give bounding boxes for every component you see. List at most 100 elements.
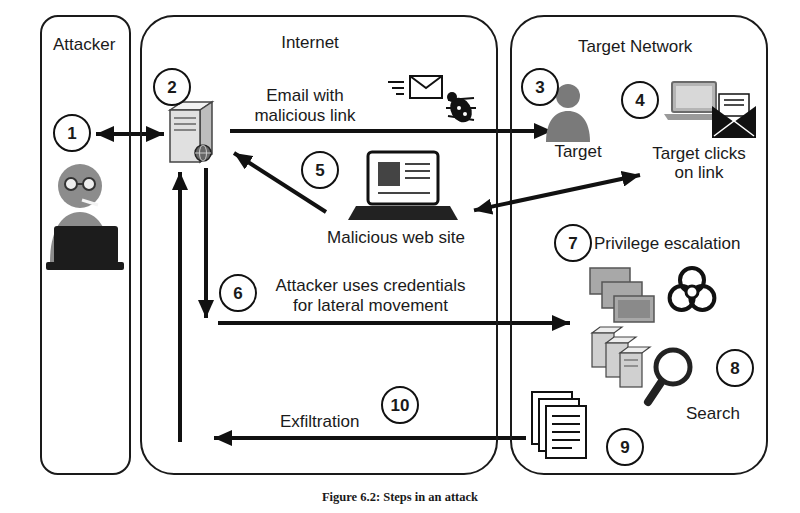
step-number: 4 [623,91,657,110]
person-node: Target [545,76,611,164]
biohazard-symbol [670,268,715,310]
step-number: 5 [303,161,337,180]
page-image [378,162,400,186]
bug-spot [463,112,467,116]
server-top [620,347,650,353]
icon-caption: Target clicks on link [644,144,754,182]
step-label: Search [686,404,756,424]
page-line [378,192,430,194]
speed-line [392,87,404,89]
globe-symbol [195,153,211,154]
callout-number: 9 [606,428,644,466]
callout-number: 5 [301,151,339,189]
speed-line [396,93,404,95]
attacker-cigarette [82,200,98,205]
monitor-display [618,300,650,318]
panel-heading: Target Network [578,37,758,56]
document-page [546,406,586,458]
magnifier-handle [648,381,662,402]
person-body [546,111,590,142]
server-slot [624,365,638,366]
step-number: 9 [608,438,642,457]
letter [719,94,749,116]
page-line [405,163,430,165]
envelope-fold [714,121,754,136]
laptop-base [348,206,458,220]
server-slot [174,129,196,131]
laptop-screen [368,152,438,204]
attacker-laptop [54,226,118,264]
icon-caption: Malicious web site [318,228,474,247]
document-line [552,431,580,433]
email-bug-icon [388,76,476,126]
return-arrow [178,172,182,442]
panel-heading: Internet [260,33,360,52]
envelope-flap [410,76,442,88]
server-slot [174,117,196,119]
page-line [405,170,430,172]
envelope [712,106,756,138]
server-icon [170,102,212,162]
letter-line [724,104,744,106]
step-number: 2 [155,78,189,97]
step-number: 8 [718,359,752,378]
attacker-icon [46,164,124,270]
document-line [552,423,580,425]
laptop-node: Target clicks on link [640,76,766,186]
attacker-glasses [77,183,83,185]
letter-line [724,99,744,101]
laptop-display [676,86,712,108]
magnifier-lens [656,350,690,384]
callout-number: 7 [554,224,592,262]
step-number: 7 [556,234,590,253]
link-arrow [474,175,640,210]
person-head [556,84,580,108]
server-slot [174,123,196,125]
zone-panel: Attacker1 [40,15,131,475]
step-label: Exfiltration [280,412,380,432]
globe-symbol [195,145,211,161]
document-line [552,439,580,441]
document-line [552,447,572,449]
attacker-glasses [83,178,95,190]
page-line [405,177,430,179]
exfiltration-arrow [214,436,526,440]
envelope [410,76,442,98]
callout-number: 1 [53,114,91,152]
icon-caption: Target [545,142,611,161]
callout-number: 2 [153,68,191,106]
document-line [552,415,580,417]
server-top [606,337,636,343]
callout-number: 4 [621,81,659,119]
servers-icon [592,327,650,387]
credential-arrow [204,168,208,318]
malicious-laptop-icon [348,152,458,220]
step-number: 1 [55,124,89,143]
step-label: Privilege escalation [594,234,764,254]
step-label: Email with malicious link [245,86,365,126]
attacker-laptop [46,262,124,270]
step-label: Attacker uses credentials for lateral mo… [268,276,473,316]
attacker-head [58,164,102,208]
biohazard-core [686,286,698,298]
callout-number: 3 [521,68,559,106]
lateral-arrow [218,321,570,325]
laptop-screen [672,82,716,112]
computers-icon [590,268,654,322]
step-number: 3 [523,78,557,97]
attacker-glasses [65,178,77,190]
monitor [614,296,654,322]
email-arrow [230,129,552,133]
documents-icon [532,392,586,458]
figure-caption: Figure 6.2: Steps in an attack [0,489,800,505]
bug-spot [457,106,461,110]
website-node: Malicious web site [318,148,474,252]
callout-number: 6 [219,274,257,312]
callout-number: 8 [716,349,754,387]
target-laptop-icon [664,82,756,138]
